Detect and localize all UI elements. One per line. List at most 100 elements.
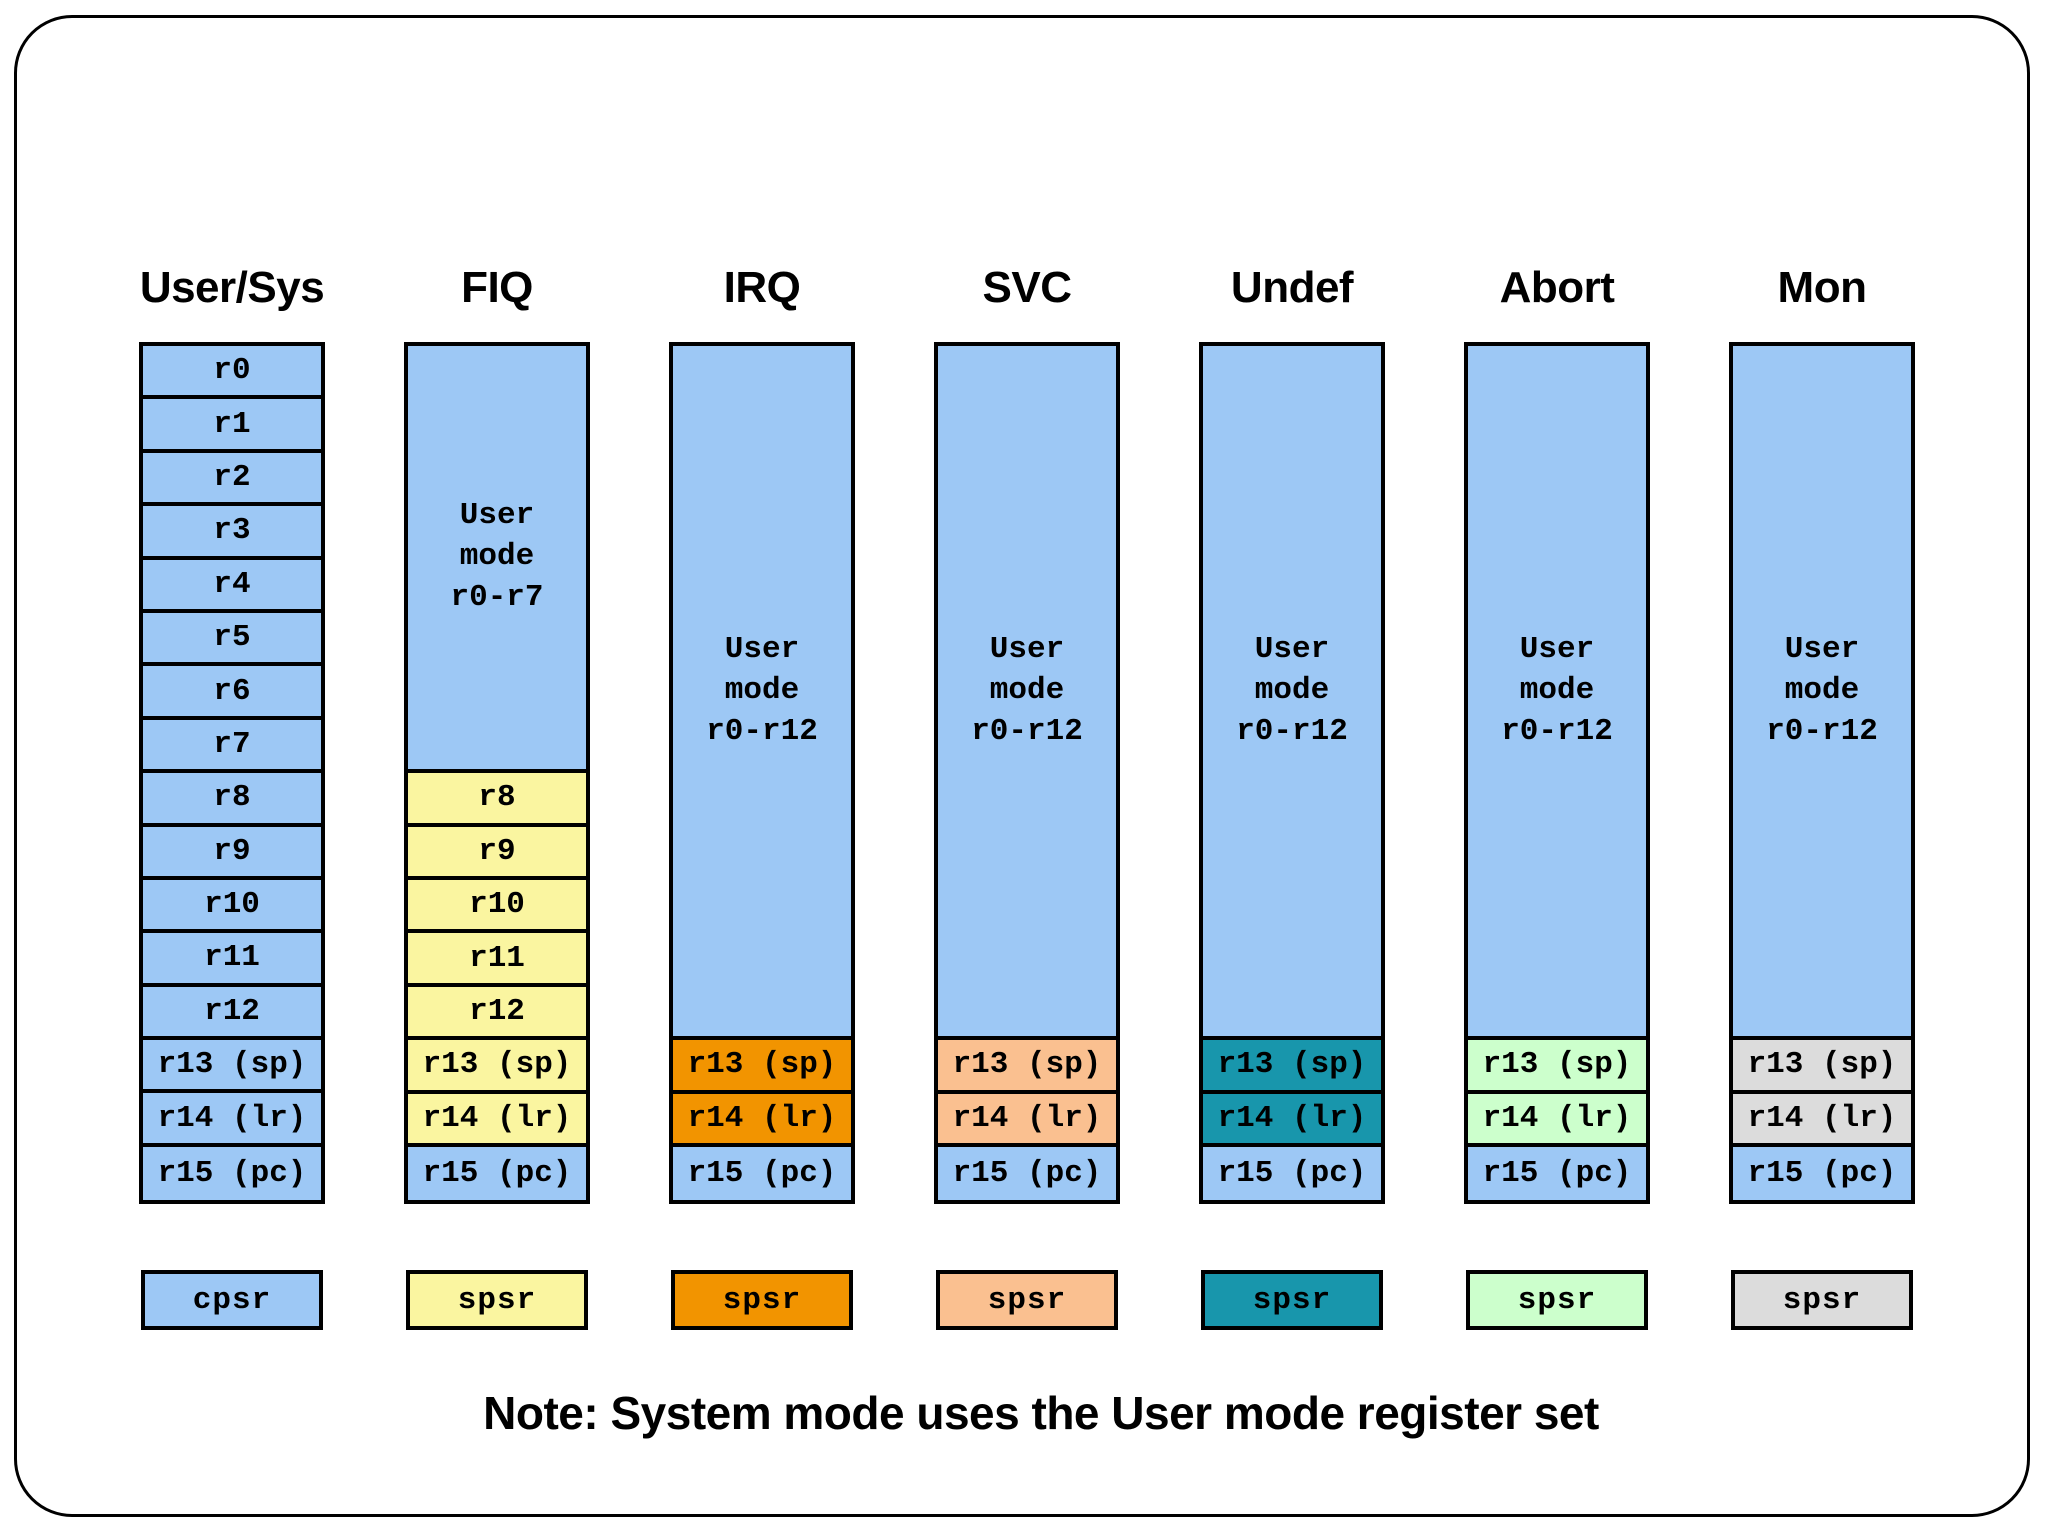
register-cell: r13 (sp) [1733,1040,1911,1094]
user-mode-block-line: r0-r12 [971,713,1083,749]
register-cell: r7 [143,719,321,774]
spsr-box: spsr [1466,1270,1648,1330]
register-cell: r9 [143,826,321,880]
register-cell: r13 (sp) [673,1040,851,1094]
spsr-box: spsr [936,1270,1118,1330]
register-cell: r1 [143,399,321,453]
register-cell: r13 (sp) [938,1040,1116,1094]
register-cell: r14 (lr) [1468,1093,1646,1147]
user-mode-block-line: mode [1784,672,1860,708]
register-cell: r15 (pc) [1733,1146,1911,1201]
column-header: FIQ [461,263,533,312]
register-cell: r14 (lr) [408,1093,586,1147]
register-stack: User mode r0-r12 r13 (sp)r14 (lr)r15 (pc) [669,342,855,1205]
user-mode-block-line: r0-r12 [1501,713,1613,749]
user-mode-block-line: r0-r12 [1236,713,1348,749]
cpsr-box: cpsr [141,1270,323,1330]
user-mode-block-line: User [459,498,535,534]
register-cell: r5 [143,612,321,667]
user-mode-block: User mode r0-r12 [938,346,1116,1041]
register-stack: User mode r0-r12 r13 (sp)r14 (lr)r15 (pc) [1464,342,1650,1205]
column-header: Abort [1499,263,1615,312]
register-cell: r13 (sp) [408,1040,586,1094]
register-cell: r10 [143,879,321,934]
register-cell: r0 [143,346,321,400]
register-column-irq: IRQ User mode r0-r12 r13 (sp)r14 (lr)r15 (pc… [669,258,855,1205]
spsr-box: spsr [671,1270,853,1330]
user-mode-block-line: User [989,631,1065,667]
register-cell: r2 [143,452,321,507]
footer-note: Note: System mode uses the User mode reg… [483,1387,1599,1439]
register-cell: r3 [143,506,321,560]
register-cell: r15 (pc) [143,1146,321,1201]
register-cell: r12 [408,986,586,1041]
psr-slot: spsr [934,1270,1120,1330]
psr-boxes-row: cpsr spsr spsr spsr spsr spsr spsr [139,1270,1959,1330]
column-header: Undef [1230,263,1354,312]
register-cell: r11 [408,933,586,987]
spsr-box: spsr [1201,1270,1383,1330]
user-mode-block: User mode r0-r12 [1203,346,1381,1041]
user-mode-block-line: User [724,631,800,667]
register-cell: r12 [143,986,321,1041]
register-cell: r14 (lr) [1203,1093,1381,1147]
register-stack: User mode r0-r12 r13 (sp)r14 (lr)r15 (pc) [934,342,1120,1205]
register-cell: r10 [408,879,586,934]
spsr-box: spsr [406,1270,588,1330]
user-mode-block-line: mode [724,672,800,708]
register-cell: r14 (lr) [938,1093,1116,1147]
register-cell: r15 (pc) [938,1146,1116,1201]
psr-slot: cpsr [139,1270,325,1330]
column-header: IRQ [723,263,801,312]
register-stack: User mode r0-r12 r13 (sp)r14 (lr)r15 (pc) [1199,342,1385,1205]
register-cell: r13 (sp) [143,1040,321,1094]
user-mode-block-line: r0-r7 [450,580,544,616]
register-cell: r14 (lr) [1733,1093,1911,1147]
register-column-svc: SVC User mode r0-r12 r13 (sp)r14 (lr)r15 (pc… [934,258,1120,1205]
register-cell: r11 [143,933,321,987]
psr-slot: spsr [1464,1270,1650,1330]
psr-slot: spsr [669,1270,855,1330]
register-cell: r8 [408,773,586,827]
user-mode-block-line: mode [459,539,535,575]
user-mode-block: User mode r0-r7 [408,346,586,774]
register-cell: r15 (pc) [408,1146,586,1201]
psr-slot: spsr [404,1270,590,1330]
register-cell: r15 (pc) [1203,1146,1381,1201]
user-mode-block-line: mode [1254,672,1330,708]
register-cell: r13 (sp) [1468,1040,1646,1094]
psr-slot: spsr [1199,1270,1385,1330]
register-cell: r13 (sp) [1203,1040,1381,1094]
register-cell: r14 (lr) [673,1093,851,1147]
spsr-box: spsr [1731,1270,1913,1330]
register-cell: r8 [143,773,321,827]
register-cell: r6 [143,666,321,720]
user-mode-block-line: User [1519,631,1595,667]
user-mode-block: User mode r0-r12 [673,346,851,1041]
column-header: Mon [1777,263,1867,312]
register-cell: r15 (pc) [673,1146,851,1201]
user-mode-block-line: mode [1519,672,1595,708]
register-cell: r15 (pc) [1468,1146,1646,1201]
user-mode-block-line: mode [989,672,1065,708]
user-mode-block: User mode r0-r12 [1468,346,1646,1041]
user-mode-block-line: User [1784,631,1860,667]
register-cell: r9 [408,826,586,880]
user-mode-block-line: User [1254,631,1330,667]
psr-slot: spsr [1729,1270,1915,1330]
column-header: SVC [982,263,1072,312]
column-header: User/Sys [139,263,325,312]
register-cell: r4 [143,559,321,613]
user-mode-block-line: r0-r12 [706,713,818,749]
